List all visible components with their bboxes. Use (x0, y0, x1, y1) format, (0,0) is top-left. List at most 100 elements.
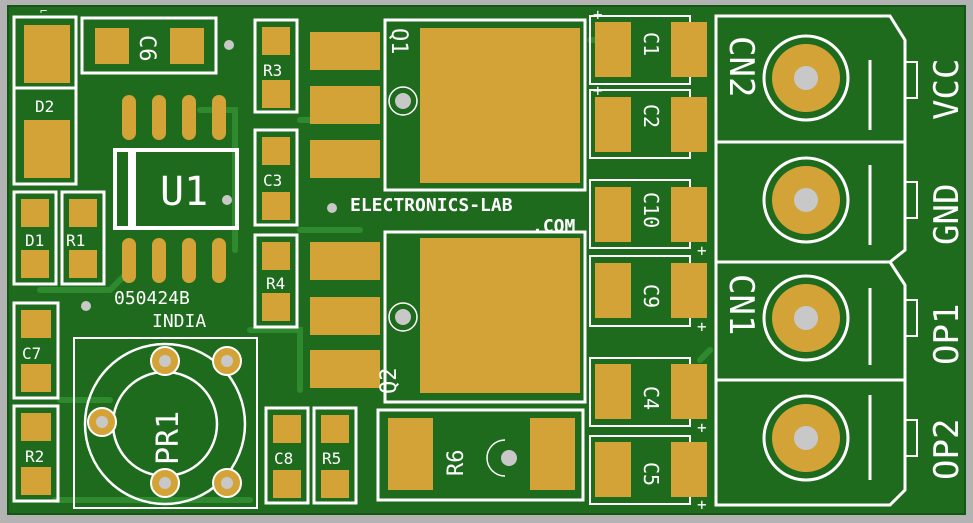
terminal-pad (762, 34, 850, 122)
component-u1: U1 (113, 95, 239, 283)
polarity-mark-c2: + (593, 81, 603, 100)
pad (310, 297, 380, 335)
label-q1: Q1 (386, 28, 411, 55)
pad (212, 95, 226, 140)
label-op1: OP1 (927, 304, 967, 365)
pad (595, 187, 631, 242)
pad (212, 238, 226, 283)
label-r5: R5 (322, 449, 341, 468)
pad (262, 137, 290, 165)
label-c2: C2 (639, 104, 663, 128)
pad (262, 192, 290, 220)
component-r1: R1 (60, 190, 106, 286)
pad (671, 364, 707, 419)
label-vcc: VCC (927, 59, 967, 120)
label-u1: U1 (160, 169, 208, 215)
pad (21, 310, 51, 338)
pad (388, 418, 433, 490)
pad (671, 263, 707, 318)
component-pr1: PR1 (73, 337, 258, 509)
vias (81, 40, 337, 311)
component-c10: + C10 (589, 179, 707, 260)
component-c2: + C2 (589, 81, 707, 159)
polarity-mark-d2: ⌐ (40, 4, 47, 18)
pad (21, 467, 51, 495)
polarity-mark-c9: + (697, 317, 707, 336)
polarity-mark-c5: + (697, 495, 707, 514)
component-q1: Q1 (310, 18, 587, 192)
pad (21, 250, 49, 278)
pad (21, 413, 51, 441)
component-c7: C7 (12, 301, 60, 400)
pad (69, 199, 97, 227)
label-c7: C7 (22, 344, 41, 363)
component-c8: C8 (264, 406, 310, 505)
pad (310, 140, 380, 178)
label-c1: C1 (639, 32, 663, 56)
label-q2: Q2 (377, 368, 402, 395)
pad (310, 350, 380, 388)
pad (310, 86, 380, 124)
pad (595, 97, 631, 152)
terminal-pad (762, 156, 850, 244)
pad (21, 364, 51, 392)
brand-line2: .COM (532, 216, 576, 237)
pad (420, 238, 580, 393)
label-gnd: GND (927, 184, 967, 245)
date-code: 050424B (114, 288, 190, 309)
label-d1: D1 (25, 231, 44, 250)
label-r2: R2 (25, 447, 44, 466)
pad (95, 28, 129, 64)
terminal-pad (762, 394, 850, 482)
pad (310, 32, 380, 70)
component-c9: + C9 (589, 255, 707, 336)
component-c3: C3 (253, 128, 299, 227)
brand-line1: ELECTRONICS-LAB (350, 195, 513, 216)
label-c10: C10 (639, 192, 663, 228)
pad (122, 238, 136, 283)
pad (310, 242, 380, 280)
polarity-mark-c4: + (697, 418, 707, 437)
pad (595, 263, 631, 318)
label-r3: R3 (263, 61, 282, 80)
pad (69, 250, 97, 278)
label-r1: R1 (66, 231, 85, 250)
pad (671, 22, 707, 77)
component-r3: R3 (253, 18, 299, 114)
label-c9: C9 (639, 284, 663, 308)
label-r6: R6 (444, 450, 469, 477)
pad (21, 199, 49, 227)
terminal-pad (762, 274, 850, 362)
component-q2: Q2 (310, 230, 587, 404)
pad (152, 95, 166, 140)
pad (170, 28, 204, 64)
label-d2: D2 (35, 97, 54, 116)
pad (273, 415, 301, 443)
pad (122, 95, 136, 140)
pad (24, 25, 70, 83)
component-r6: R6 (376, 408, 585, 502)
label-r4: R4 (266, 274, 285, 293)
label-cn1: CN1 (721, 274, 761, 335)
polarity-mark-c10: + (697, 241, 707, 260)
pad (595, 22, 631, 77)
component-d1: D1 (12, 190, 58, 286)
label-op2: OP2 (927, 419, 967, 480)
pad (24, 120, 70, 178)
component-r2: R2 (12, 404, 60, 503)
label-c8: C8 (274, 449, 293, 468)
pad (671, 97, 707, 152)
label-c6: C6 (134, 35, 159, 62)
label-cn2: CN2 (721, 36, 761, 97)
pad (273, 470, 301, 498)
pad (595, 364, 631, 419)
pad (182, 95, 196, 140)
component-r5: R5 (312, 406, 358, 505)
component-r4: R4 (253, 233, 299, 329)
pad (420, 28, 580, 183)
pad (182, 238, 196, 283)
pad (321, 470, 349, 498)
pad (671, 187, 707, 242)
component-c5: + C5 (589, 435, 707, 514)
